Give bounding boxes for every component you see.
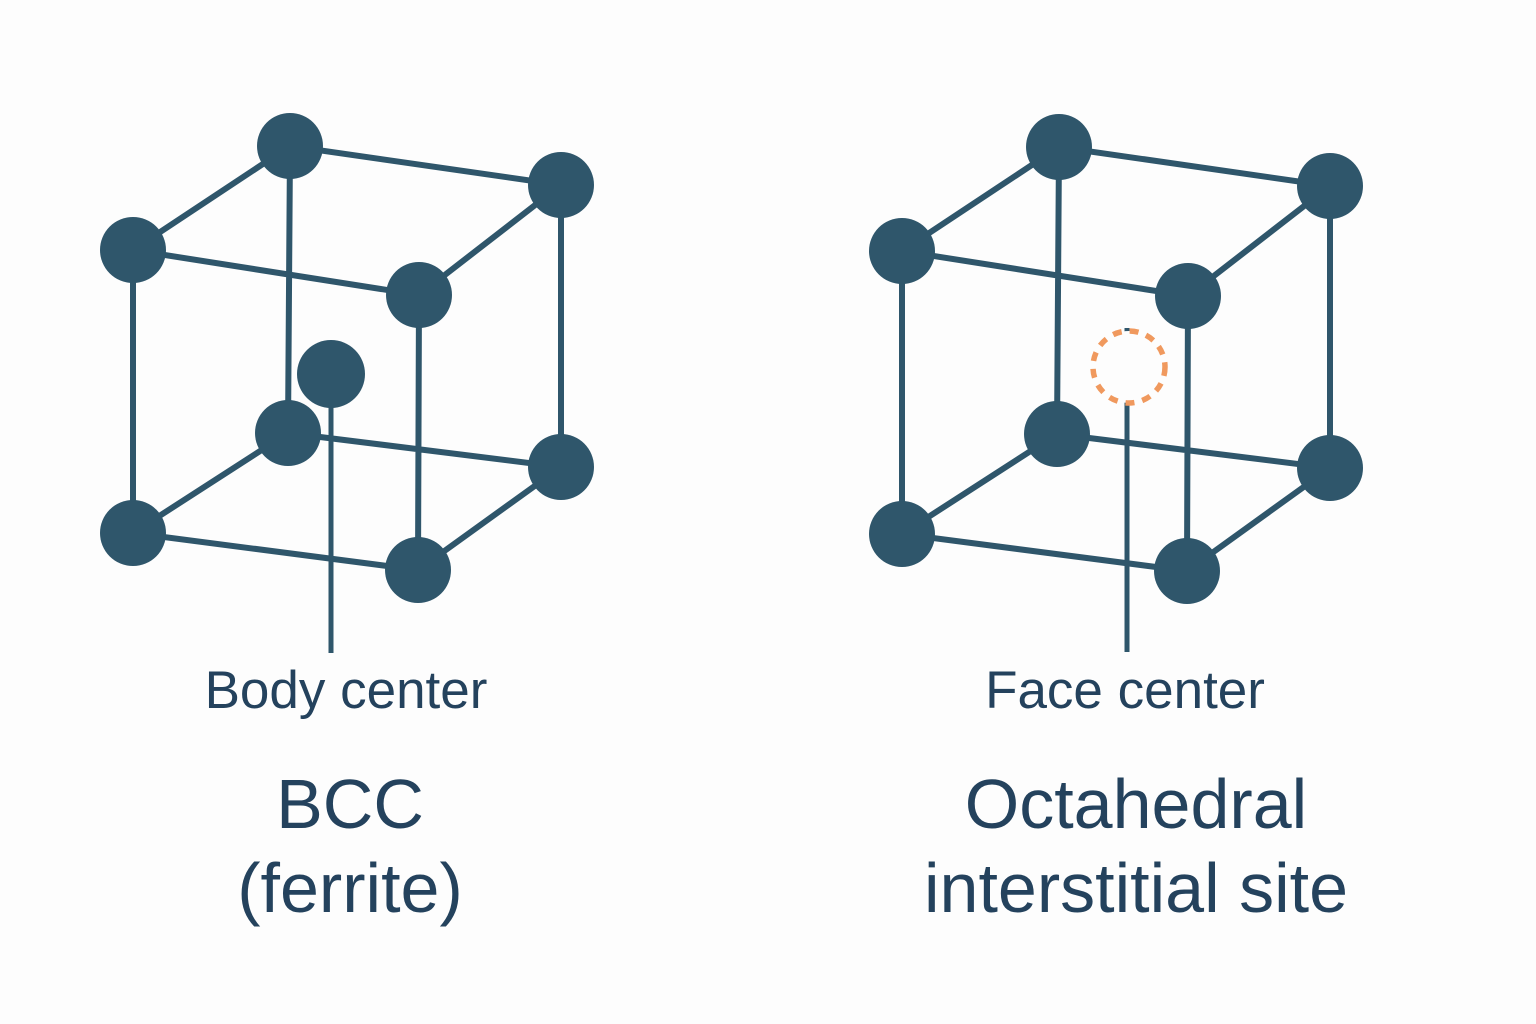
bcc-title-line1: BCC	[276, 765, 424, 843]
body-center-atom	[297, 340, 365, 408]
bcc-cube	[100, 113, 594, 653]
octahedral-site-cube	[869, 114, 1363, 652]
octahedral-title: Octahedral interstitial site	[924, 762, 1348, 930]
face-center-label: Face center	[985, 661, 1265, 720]
octahedral-title-line1: Octahedral	[964, 765, 1308, 843]
octahedral-title-line2: interstitial site	[923, 849, 1349, 927]
bcc-title: BCC (ferrite)	[237, 762, 463, 930]
bcc-title-line2: (ferrite)	[237, 849, 463, 927]
body-center-label: Body center	[204, 661, 488, 720]
interstitial-site-circle	[1090, 328, 1168, 406]
